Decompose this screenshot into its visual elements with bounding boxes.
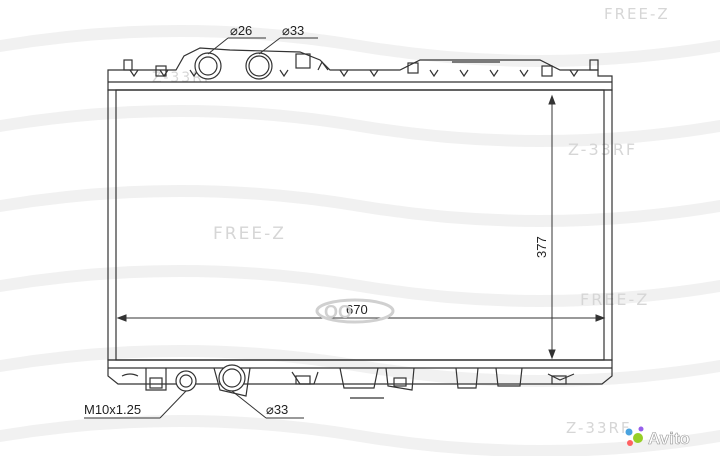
- avito-dot-purple: [638, 426, 644, 432]
- dim-height: 377: [534, 236, 549, 258]
- top-tank: [107, 47, 613, 91]
- watermark-center: FREE-Z: [213, 224, 286, 244]
- drain-plug: [175, 370, 197, 392]
- height-dimension: [548, 94, 556, 360]
- bottom-callouts: [84, 390, 304, 419]
- width-dimension: [116, 314, 606, 322]
- inlet-pipe-small: [194, 52, 222, 80]
- dim-thread: M10x1.25: [84, 402, 141, 417]
- dim-outlet: ⌀33: [266, 402, 288, 417]
- avito-logo: Avito: [625, 426, 690, 448]
- avito-dot-blue: [625, 428, 633, 436]
- inlet-pipe-large: [245, 52, 273, 80]
- avito-dot-green: [633, 433, 643, 443]
- top-callouts: [207, 37, 318, 55]
- watermark-right: FREE-Z: [580, 290, 649, 309]
- watermark-bottom-right: Z-33RF: [566, 419, 632, 437]
- avito-wordmark: Avito: [648, 429, 690, 448]
- brand-logo-watermark: OO: [315, 298, 395, 324]
- dim-inlet-small: ⌀26: [230, 23, 252, 38]
- svg-text:OO: OO: [324, 302, 352, 322]
- outlet-pipe: [218, 364, 246, 392]
- dim-width: 670: [346, 302, 368, 317]
- bottom-tank: [107, 359, 613, 399]
- watermark-mirrored-right: Z-33RF: [568, 140, 637, 159]
- watermark-top-right: FREE-Z: [604, 5, 670, 23]
- background-waves: [0, 25, 720, 456]
- avito-dot-red: [627, 440, 633, 446]
- dim-inlet-large: ⌀33: [282, 23, 304, 38]
